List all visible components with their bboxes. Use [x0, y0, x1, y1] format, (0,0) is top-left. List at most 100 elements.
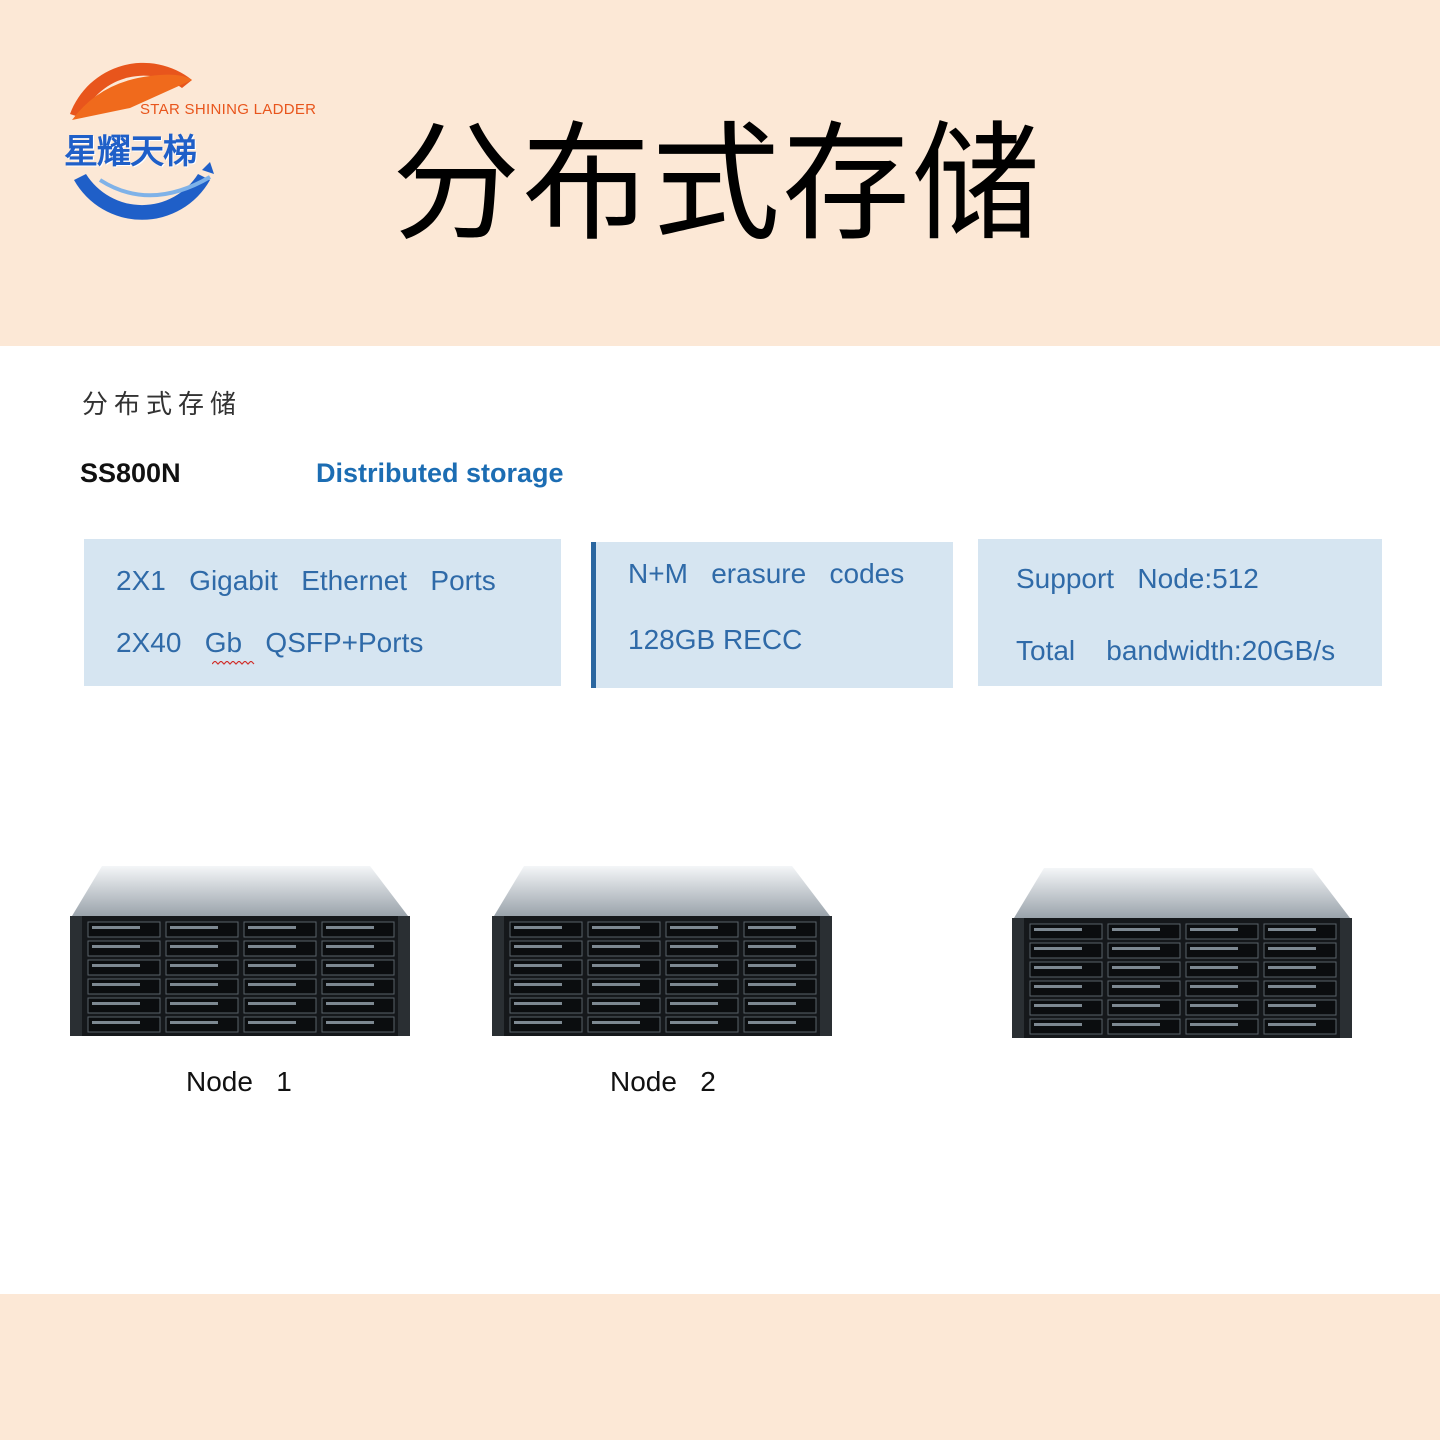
- drive-bay: [321, 921, 395, 938]
- drive-bay-handle: [592, 983, 640, 986]
- drive-bay: [1029, 961, 1103, 978]
- company-logo: STAR SHINING LADDER 星耀天梯: [60, 62, 340, 232]
- drive-bay: [665, 978, 739, 995]
- drive-bay: [665, 997, 739, 1014]
- drive-bay: [87, 959, 161, 976]
- drive-bay: [743, 1016, 817, 1033]
- footer-band: [0, 1294, 1440, 1440]
- drive-bay-handle: [670, 1002, 718, 1005]
- drive-bay-handle: [248, 1021, 296, 1024]
- drive-bay: [87, 978, 161, 995]
- drive-bay: [165, 921, 239, 938]
- drive-bay: [1263, 942, 1337, 959]
- drive-bay: [587, 978, 661, 995]
- spec-line: N+M erasure codes: [628, 558, 905, 589]
- drive-bay: [1185, 923, 1259, 940]
- drive-bay: [1263, 923, 1337, 940]
- drive-bay-handle: [1112, 966, 1160, 969]
- drive-bay-handle: [1268, 928, 1316, 931]
- drive-bay: [1263, 980, 1337, 997]
- drive-bay-handle: [170, 1002, 218, 1005]
- drive-bay: [743, 978, 817, 995]
- drive-bay: [1263, 999, 1337, 1016]
- drive-bay: [243, 997, 317, 1014]
- spec-line: 128GB RECC: [628, 624, 803, 655]
- server-node-1-image: [70, 866, 410, 1036]
- drive-bay-handle: [1190, 947, 1238, 950]
- drive-bay: [321, 959, 395, 976]
- drive-bay-handle: [1112, 985, 1160, 988]
- drive-bay: [165, 940, 239, 957]
- drive-bay-handle: [1190, 928, 1238, 931]
- drive-bay-handle: [670, 964, 718, 967]
- drive-bay-handle: [1268, 966, 1316, 969]
- drive-bay-handle: [326, 983, 374, 986]
- drive-bay-handle: [1190, 1004, 1238, 1007]
- drive-bay-handle: [592, 1021, 640, 1024]
- drive-bay-handle: [514, 926, 562, 929]
- drive-bay: [87, 940, 161, 957]
- drive-bay-handle: [748, 945, 796, 948]
- drive-bay-handle: [748, 983, 796, 986]
- drive-bay-handle: [248, 945, 296, 948]
- drive-bay-handle: [592, 926, 640, 929]
- product-type: Distributed storage: [316, 458, 564, 488]
- drive-bay-handle: [1112, 1004, 1160, 1007]
- spellcheck-squiggle-icon: [212, 661, 255, 665]
- drive-bay: [1029, 980, 1103, 997]
- drive-bay-handle: [1034, 947, 1082, 950]
- drive-bay: [665, 959, 739, 976]
- drive-bay-handle: [592, 1002, 640, 1005]
- drive-bay: [243, 921, 317, 938]
- drive-bay: [243, 940, 317, 957]
- drive-bay: [509, 940, 583, 957]
- drive-bay: [321, 940, 395, 957]
- drive-bay: [243, 959, 317, 976]
- logo-emblem-icon: [70, 62, 214, 220]
- drive-bay-handle: [748, 1021, 796, 1024]
- drive-bay-handle: [326, 945, 374, 948]
- drive-bay: [87, 921, 161, 938]
- drive-bay: [665, 921, 739, 938]
- drive-bay-handle: [1268, 1004, 1316, 1007]
- drive-bay: [1029, 942, 1103, 959]
- drive-bay-handle: [1112, 928, 1160, 931]
- drive-bay: [1029, 999, 1103, 1016]
- drive-bay: [1185, 961, 1259, 978]
- page-title: 分布式存储: [392, 110, 1043, 259]
- drive-bay-handle: [92, 964, 140, 967]
- drive-bay: [165, 997, 239, 1014]
- drive-bay-handle: [92, 1021, 140, 1024]
- drive-bay: [1107, 923, 1181, 940]
- drive-bay-handle: [1034, 1004, 1082, 1007]
- drive-bay: [321, 1016, 395, 1033]
- drive-bay-handle: [748, 1002, 796, 1005]
- drive-bay-handle: [1190, 966, 1238, 969]
- node-label-2: Node 2: [610, 1066, 716, 1097]
- drive-bay-handle: [1190, 1023, 1238, 1026]
- drive-bay-handle: [170, 964, 218, 967]
- drive-bay: [1263, 961, 1337, 978]
- drive-bay-handle: [92, 926, 140, 929]
- drive-bay: [1185, 980, 1259, 997]
- drive-bay: [1029, 923, 1103, 940]
- drive-bay-handle: [248, 1002, 296, 1005]
- drive-bay: [1029, 1018, 1103, 1035]
- drive-bay: [1107, 961, 1181, 978]
- drive-bay: [665, 1016, 739, 1033]
- node-label-1: Node 1: [186, 1066, 292, 1097]
- drive-bay: [1107, 980, 1181, 997]
- drive-bay-handle: [514, 1021, 562, 1024]
- drive-bay-handle: [592, 945, 640, 948]
- drive-bay: [165, 978, 239, 995]
- drive-bay: [587, 1016, 661, 1033]
- drive-bay: [243, 1016, 317, 1033]
- drive-bay-handle: [1112, 947, 1160, 950]
- drive-bay: [87, 997, 161, 1014]
- spec-line: Support Node:512: [1016, 563, 1259, 594]
- drive-bay-handle: [92, 1002, 140, 1005]
- drive-bay-handle: [1034, 966, 1082, 969]
- drive-bay-handle: [1268, 985, 1316, 988]
- drive-bay-handle: [248, 983, 296, 986]
- drive-bay-handle: [514, 964, 562, 967]
